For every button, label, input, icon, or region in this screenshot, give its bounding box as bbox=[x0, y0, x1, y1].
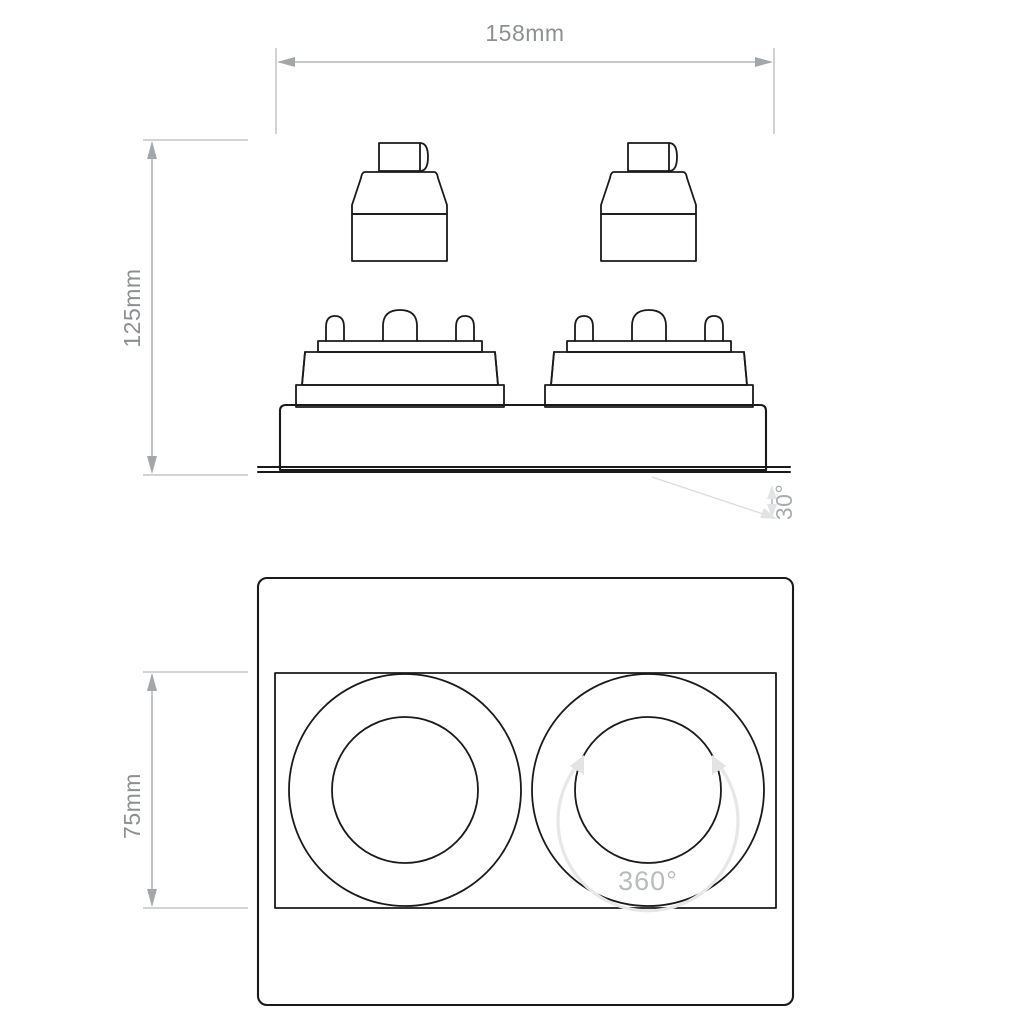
gimbal-housing-left bbox=[301, 351, 499, 386]
dimension-label-height: 125mm bbox=[119, 268, 145, 347]
dimension-width-158mm: 158mm bbox=[275, 20, 775, 134]
dimension-label-width: 158mm bbox=[485, 20, 564, 46]
arrowhead-top-icon bbox=[147, 141, 157, 159]
aperture-left-outer-circle bbox=[288, 673, 522, 907]
lamp-connector-cap-right bbox=[668, 142, 678, 172]
gimbal-top-plate-right bbox=[566, 340, 732, 353]
gimbal-pin-right-center bbox=[631, 309, 667, 342]
gimbal-pin-left-right bbox=[455, 315, 475, 342]
lamp-shade-left bbox=[351, 171, 448, 215]
arrowhead-bottom-plan-icon bbox=[147, 889, 157, 907]
rotation-angle-label: 360° bbox=[618, 866, 678, 896]
tilt-leader-line bbox=[651, 476, 776, 519]
gimbal-housing-right bbox=[550, 351, 748, 386]
annotation-rotation-360deg: 360° bbox=[556, 755, 740, 913]
aperture-right bbox=[531, 673, 765, 907]
arrowhead-bottom-icon bbox=[147, 456, 157, 474]
annotation-tilt-30deg: 30° bbox=[651, 476, 797, 520]
gimbal-pin-left-center bbox=[382, 309, 418, 342]
dimension-label-depth: 75mm bbox=[119, 773, 145, 839]
gimbal-ring-left bbox=[295, 384, 505, 408]
gimbal-pin-right-outer bbox=[574, 315, 594, 342]
aperture-right-outer-circle bbox=[531, 673, 765, 907]
lamp-module-right bbox=[600, 142, 697, 262]
plan-view: 360° bbox=[256, 576, 795, 1007]
gimbal-tab-right bbox=[494, 351, 499, 386]
fixture-body-outline bbox=[278, 403, 768, 472]
dimension-depth-75mm: 75mm bbox=[119, 671, 248, 909]
plate-inner-rectangle bbox=[274, 672, 777, 909]
gimbal-tab-right-right bbox=[743, 351, 748, 386]
gimbal-top-plate-left bbox=[317, 340, 483, 353]
tilt-leader-arrowhead-icon bbox=[760, 508, 777, 519]
lamp-shade-right bbox=[600, 171, 697, 215]
lamp-base-left bbox=[351, 213, 448, 262]
fixture-body-elevation bbox=[256, 403, 792, 474]
arrowhead-top-plan-icon bbox=[147, 673, 157, 691]
gimbal-tab-left bbox=[301, 351, 306, 386]
plate-outer-rectangle bbox=[256, 576, 795, 1007]
gimbal-pin-right-right bbox=[704, 315, 724, 342]
gimbal-ring-right bbox=[544, 384, 754, 408]
rotation-arrowhead-left-icon bbox=[570, 755, 584, 775]
gimbal-assembly-right bbox=[544, 309, 754, 408]
aperture-left-inner-circle bbox=[331, 716, 479, 864]
lamp-connector-right bbox=[627, 142, 670, 172]
dimension-height-125mm: 125mm bbox=[119, 139, 248, 476]
arrowhead-right-icon bbox=[755, 57, 773, 67]
tilt-angle-label: 30° bbox=[771, 484, 797, 520]
tilt-arrowhead-bottom-icon bbox=[767, 504, 777, 518]
lamp-connector-left bbox=[378, 142, 421, 172]
tilt-arrowhead-top-icon bbox=[767, 485, 777, 499]
lamp-connector-cap-left bbox=[419, 142, 429, 172]
gimbal-tab-right-left bbox=[550, 351, 555, 386]
arrowhead-left-icon bbox=[277, 57, 295, 67]
aperture-right-inner-circle bbox=[574, 716, 722, 864]
rotation-arrowhead-right-icon bbox=[712, 755, 726, 775]
aperture-left bbox=[288, 673, 522, 907]
lamp-base-right bbox=[600, 213, 697, 262]
lamp-module-left bbox=[351, 142, 448, 262]
gimbal-assembly-left bbox=[295, 309, 505, 408]
gimbal-pin-left-outer bbox=[325, 315, 345, 342]
rotation-arc bbox=[556, 761, 740, 913]
